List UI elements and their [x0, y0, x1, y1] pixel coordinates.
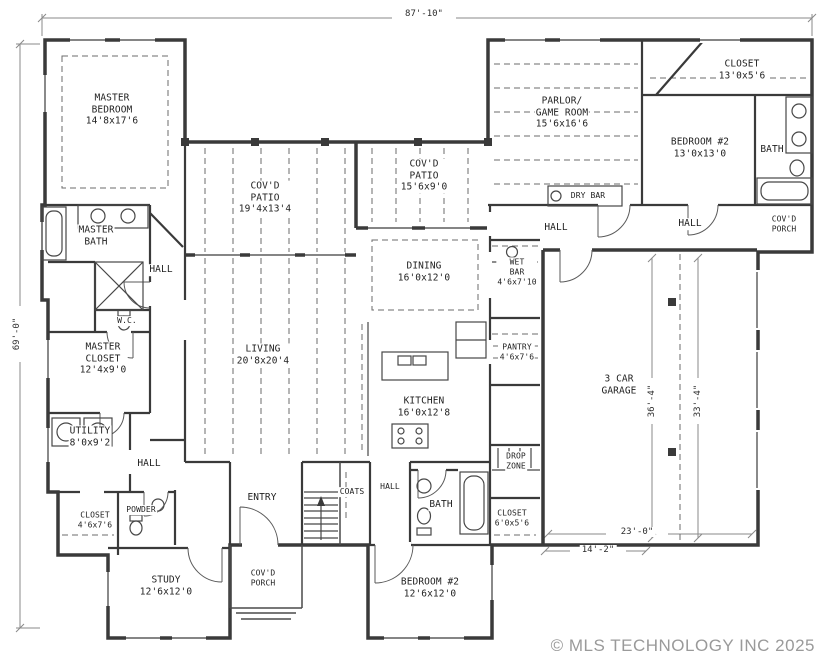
room-label-parlor-game-room: PARLOR/ GAME ROOM 15'6x16'6: [534, 95, 590, 131]
room-label-covd-patio-left: COV'D PATIO 19'4x13'4: [237, 180, 293, 216]
room-label-wet-bar: WET BAR 4'6x7'10: [496, 257, 538, 287]
dim-overall-width: 87'-10": [403, 9, 445, 19]
room-label-closet-top-right: CLOSET 13'0x5'6: [717, 58, 767, 82]
room-label-covd-patio-top: COV'D PATIO 15'6x9'0: [399, 158, 449, 194]
room-label-closet-bottom: CLOSET 6'0x5'6: [493, 508, 531, 528]
room-label-pantry: PANTRY 4'6x7'6: [498, 342, 536, 362]
room-label-hall-bottom-left: HALL: [136, 458, 162, 470]
dim-garage-depth-left: 36'-4": [647, 382, 657, 420]
room-label-covd-porch-bottom: COV'D PORCH: [249, 568, 277, 588]
room-label-study: STUDY 12'6x12'0: [138, 574, 194, 598]
dimension-lines: [15, 13, 817, 633]
room-label-hall-left: HALL: [148, 264, 174, 276]
columns: [181, 138, 676, 506]
room-label-dry-bar: DRY BAR: [569, 191, 607, 201]
dim-garage-depth-right: 33'-4": [693, 382, 703, 420]
room-label-coats: COATS: [338, 487, 366, 497]
interior-walls: [42, 39, 812, 555]
room-label-garage: 3 CAR GARAGE: [600, 373, 638, 397]
copyright-text: © MLS TECHNOLOGY INC 2025: [550, 636, 815, 655]
dim-porch-offset: 14'-2": [579, 545, 617, 555]
room-label-master-closet: MASTER CLOSET 12'4x9'0: [78, 341, 128, 377]
room-label-hall-center: HALL: [543, 222, 569, 234]
room-label-hall-bottom: HALL: [379, 482, 401, 492]
room-label-entry: ENTRY: [246, 492, 278, 504]
room-label-bedroom2-right: BEDROOM #2 13'0x13'0: [669, 136, 731, 160]
room-label-master-bath: MASTER BATH: [77, 224, 115, 248]
room-label-powder: POWDER: [125, 505, 157, 515]
room-label-master-bedroom: MASTER BEDROOM 14'8x17'6: [84, 92, 140, 128]
room-label-covd-porch-right: COV'D PORCH: [770, 214, 798, 234]
porch-outlines: [229, 462, 341, 620]
fixtures: [41, 96, 813, 540]
room-label-closet-bottom-left: CLOSET 4'6x7'6: [76, 510, 114, 530]
room-label-dining: DINING 16'0x12'0: [396, 260, 452, 284]
room-label-drop-zone: DROP ZONE: [505, 451, 527, 471]
room-label-wc: W.C.: [116, 316, 138, 326]
doors: [99, 204, 719, 584]
room-label-bath-bottom: BATH: [428, 499, 454, 511]
room-label-utility: UTILITY 8'0x9'2: [68, 425, 112, 449]
room-label-hall-right: HALL: [677, 218, 703, 230]
room-label-living: LIVING 20'8x20'4: [235, 343, 291, 367]
room-label-bedroom2-bottom: BEDROOM #2 12'6x12'0: [399, 576, 461, 600]
room-label-bath-right: BATH: [759, 144, 785, 156]
windows: [41, 39, 758, 639]
dim-overall-height: 69'-0": [12, 315, 22, 353]
dim-garage-width: 23'-0": [618, 527, 656, 537]
room-label-kitchen: KITCHEN 16'0x12'8: [396, 395, 452, 419]
